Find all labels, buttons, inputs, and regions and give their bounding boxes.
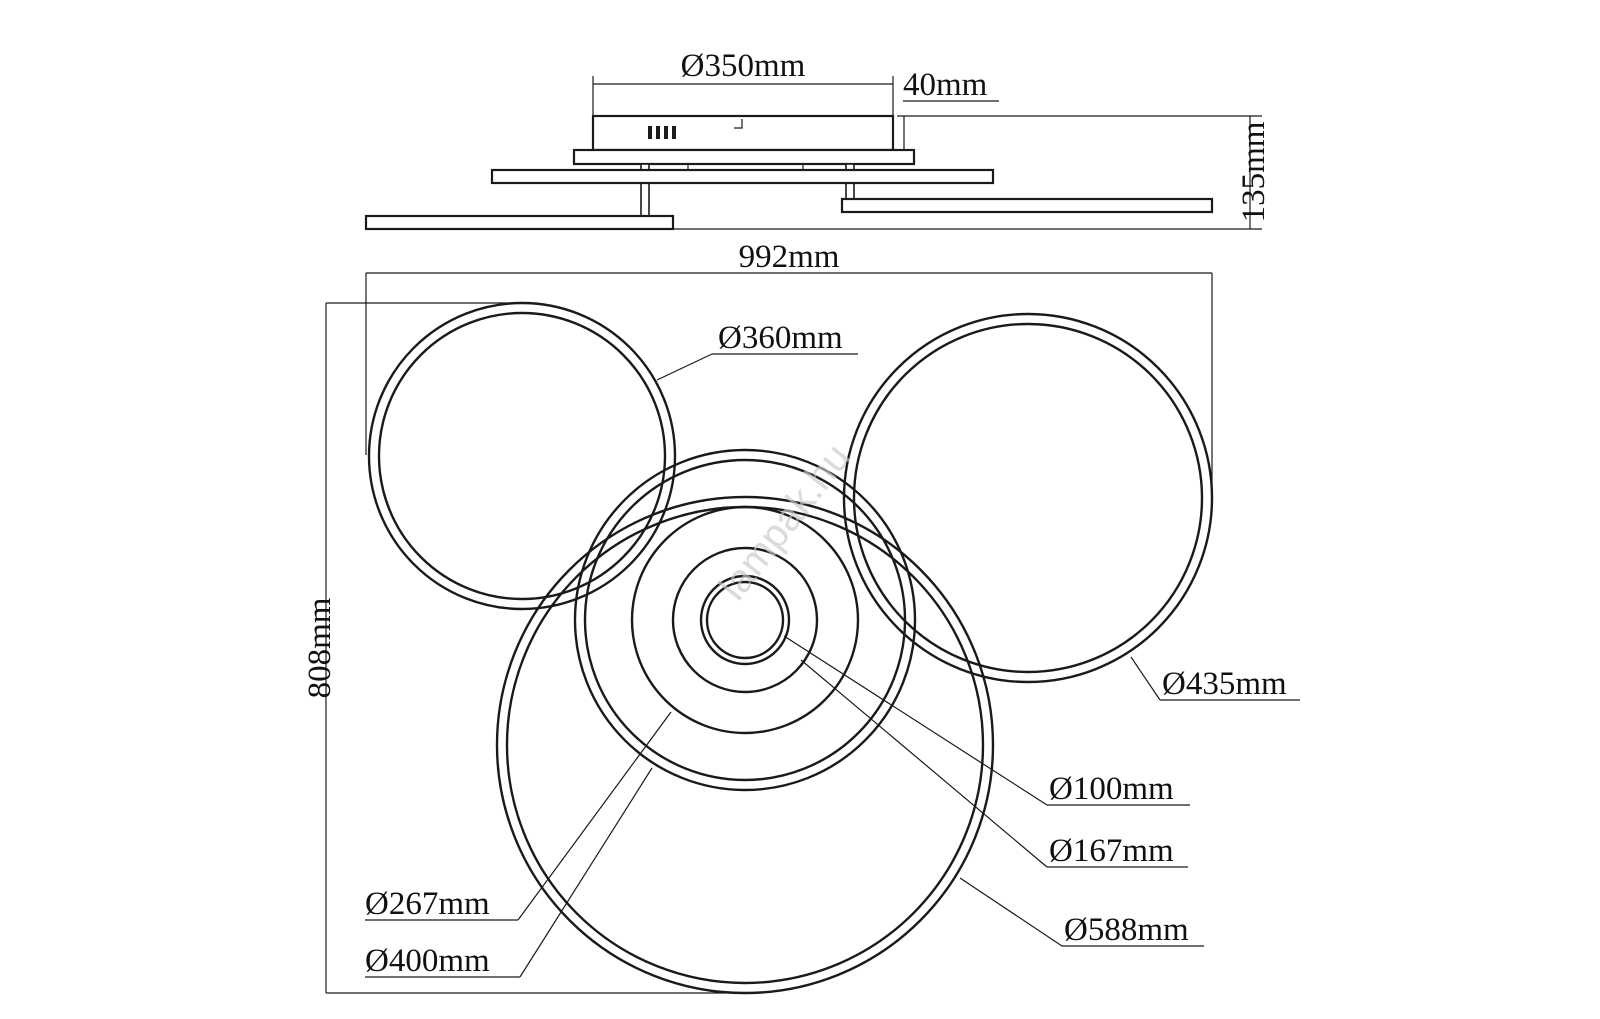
top-view: 808mm Ø360mm: [302, 273, 1300, 995]
ring-bottom-large-label: Ø588mm: [1064, 912, 1189, 948]
total-height-label: 135mm: [1236, 121, 1272, 222]
canopy-height-label: 40mm: [903, 67, 988, 103]
ring-center-267-label: Ø267mm: [365, 886, 490, 922]
leader-588: [959, 877, 1063, 947]
ring-top-left-label: Ø360mm: [718, 320, 843, 356]
canopy-body: [591, 114, 895, 152]
leader-100: [783, 635, 1048, 806]
ring-center-400: [573, 448, 917, 792]
ring-top-left: [367, 301, 677, 611]
side-view: Ø350mm 40mm 135mm 992mm: [364, 48, 1272, 275]
canopy-vent-icon: [648, 126, 676, 139]
ring-center-267: [630, 505, 860, 735]
canopy-clip-icon: [734, 119, 743, 129]
ring-right: [842, 312, 1214, 684]
leader-267: [517, 711, 672, 921]
leader-167: [800, 659, 1048, 868]
total-width-label: 992mm: [739, 239, 840, 275]
total-depth-label: 808mm: [302, 597, 338, 698]
ring-inner-medium-label: Ø167mm: [1049, 833, 1174, 869]
leader-360: [656, 353, 713, 381]
ring-right-label: Ø435mm: [1162, 666, 1287, 702]
ring-center-400-label: Ø400mm: [365, 943, 490, 979]
leader-435: [1130, 656, 1161, 701]
canopy-diameter-label: Ø350mm: [681, 48, 806, 84]
leader-400: [519, 767, 653, 978]
right-ring-plate: [840, 197, 1214, 214]
ring-inner-medium: [671, 546, 819, 694]
ring-inner-small: [699, 574, 791, 666]
ring-inner-small-label: Ø100mm: [1049, 771, 1174, 807]
left-ring-plate: [364, 214, 675, 231]
middle-ring-plate: [490, 168, 995, 185]
canopy-base-plate: [572, 148, 916, 166]
